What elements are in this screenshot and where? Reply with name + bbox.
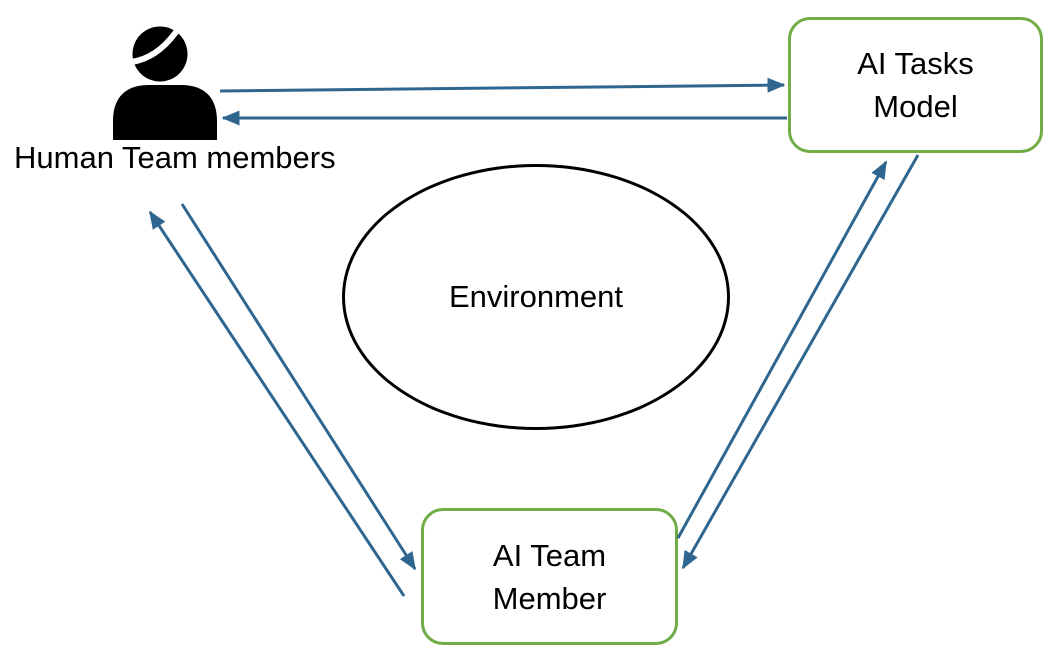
ai-tasks-model-node: AI Tasks Model [788,17,1043,153]
ai-team-member-node: AI Team Member [421,508,678,645]
ai-team-member-label: AI Team Member [492,537,607,616]
person-icon [113,26,217,140]
person-hair-part [129,29,179,65]
arrow-ai-tasks-model-to-ai-team-member [681,154,920,570]
human-team-members-label: Human Team members [14,140,336,175]
arrow-human-to-ai-tasks-model [219,77,786,93]
person-head [132,26,188,82]
ai-tasks-model-label: AI Tasks Model [857,46,974,124]
environment-node: Environment [342,164,730,430]
environment-label: Environment [448,279,624,314]
person-body [113,85,217,140]
